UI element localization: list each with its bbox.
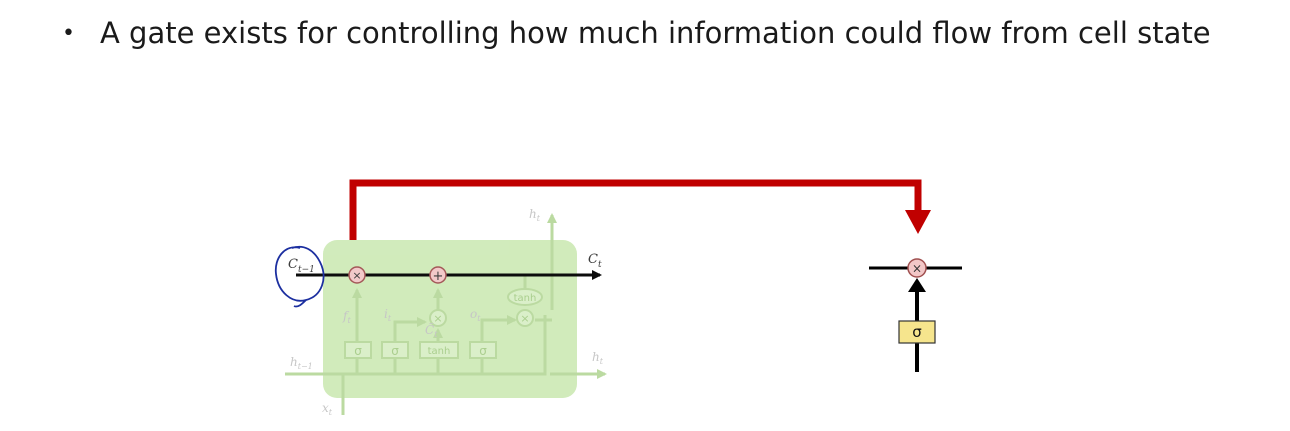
input-sigma-box: [381, 341, 409, 359]
gate-arrow-head: [908, 278, 926, 292]
input-sigma-text: σ: [391, 344, 399, 358]
gate-detail: × σ: [869, 258, 962, 372]
output-sigma-box: [469, 341, 497, 359]
candidate-label: C̃t: [425, 322, 438, 339]
forget-sigma-text: σ: [354, 344, 362, 358]
output-multiply-faint: [516, 309, 534, 327]
x-label: xt: [322, 401, 333, 417]
faint-gates: σ σ tanh σ × × tanh: [344, 288, 543, 359]
add-node: [429, 266, 447, 284]
output-sigma-text: σ: [479, 344, 487, 358]
o-label: ot: [470, 307, 481, 323]
handwritten-circle: [274, 245, 325, 308]
candidate-tanh-text: tanh: [428, 346, 451, 357]
f-label: ft: [342, 309, 351, 325]
cell-tanh-faint: [507, 288, 543, 306]
gate-sigma-symbol: σ: [912, 323, 922, 341]
red-flow-arrow: [349, 179, 922, 240]
h-top-label: ht: [529, 207, 541, 223]
bullet-text: A gate exists for controlling how much i…: [100, 16, 1211, 50]
forget-multiply-node: [348, 266, 366, 284]
cell-tanh-faint-text: tanh: [514, 293, 537, 304]
gate-multiply-symbol: ×: [912, 262, 922, 276]
gate-multiply-node: [907, 258, 927, 278]
gate-sigma-box: [898, 320, 936, 344]
red-arrow-head: [905, 210, 931, 234]
lstm-cell: σ σ tanh σ × × tanh ht ht−1 ht xt ft it …: [285, 207, 607, 417]
c-next-label: Ct: [588, 252, 602, 270]
input-multiply-faint: [429, 309, 447, 327]
h-prev-label: ht−1: [290, 355, 313, 371]
bullet-dot: •: [62, 21, 75, 46]
i-label: it: [384, 307, 392, 323]
add-symbol: +: [433, 269, 444, 284]
c-prev-label: Ct−1: [288, 257, 315, 275]
candidate-tanh-box: [419, 341, 459, 359]
h-right-label: ht: [592, 350, 604, 366]
slide-bullet: • A gate exists for controlling how much …: [62, 16, 1211, 50]
faint-labels: ht ht−1 ht xt ft it C̃t ot: [290, 207, 604, 417]
forget-sigma-box: [344, 341, 372, 359]
input-multiply-faint-text: ×: [433, 312, 442, 325]
output-multiply-faint-text: ×: [520, 312, 529, 325]
forget-multiply-symbol: ×: [352, 269, 361, 282]
